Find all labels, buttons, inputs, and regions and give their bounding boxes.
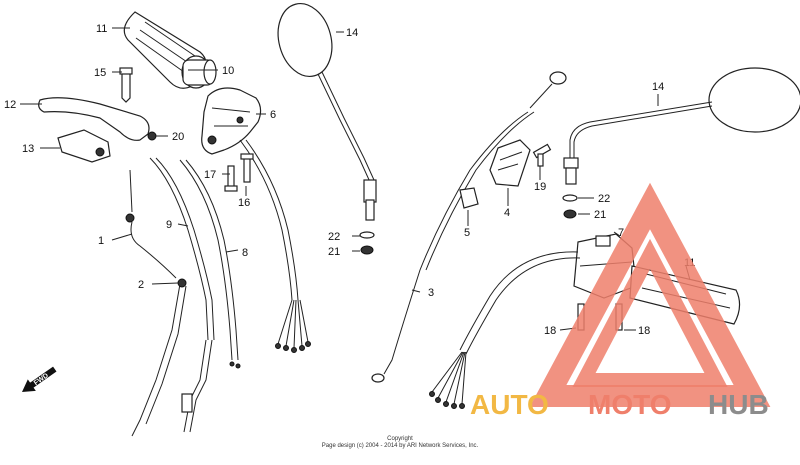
fwd-arrow: FWD — [22, 366, 57, 392]
label-10: 10 — [222, 65, 234, 77]
label-2: 2 — [138, 279, 144, 291]
label-14-right: 14 — [652, 81, 664, 93]
label-15: 15 — [94, 67, 106, 79]
callout-labels: 11 10 15 12 13 20 6 17 16 1 2 9 8 14 22 … — [4, 23, 695, 337]
nut-21-left — [360, 245, 374, 255]
label-14-left: 14 — [346, 27, 358, 39]
lever-bracket-13 — [57, 129, 111, 163]
label-18-left: 18 — [544, 325, 556, 337]
screw-17 — [224, 165, 238, 192]
switch-harness — [239, 139, 311, 353]
fwd-label: FWD — [33, 372, 50, 387]
switch-housing-6 — [201, 87, 262, 155]
right-mirror-14 — [563, 67, 800, 185]
throttle-collar-10 — [182, 59, 217, 86]
clutch-lever-12 — [38, 97, 150, 141]
throttle-cable-3 — [371, 71, 567, 383]
label-12: 12 — [4, 99, 16, 111]
label-22-left: 22 — [328, 231, 340, 243]
nut-20 — [147, 131, 157, 141]
label-21-left: 21 — [328, 246, 340, 258]
clutch-cable-1 — [125, 169, 187, 437]
label-5: 5 — [464, 227, 470, 239]
label-4: 4 — [504, 207, 510, 219]
copyright-line-1: Copyright — [387, 436, 413, 442]
copyright-line-2: Page design (c) 2004 - 2014 by ARI Netwo… — [322, 443, 479, 449]
clip-5 — [459, 187, 479, 209]
label-17: 17 — [204, 169, 216, 181]
watermark-moto: MOTO — [588, 389, 671, 420]
label-19: 19 — [534, 181, 546, 193]
nut-21-right — [563, 209, 577, 219]
label-8: 8 — [242, 247, 248, 259]
watermark-auto: AUTO — [470, 389, 549, 420]
cable-9 — [149, 157, 215, 433]
label-6: 6 — [270, 109, 276, 121]
label-9: 9 — [166, 219, 172, 231]
label-18-right: 18 — [638, 325, 650, 337]
label-7: 7 — [618, 227, 624, 239]
left-mirror-14 — [277, 3, 377, 221]
label-22-right: 22 — [598, 193, 610, 205]
label-13: 13 — [22, 143, 34, 155]
watermark-logo: AUTO MOTO HUB — [470, 182, 771, 420]
right-harness — [429, 251, 581, 409]
bracket-4 — [489, 139, 531, 187]
label-11-left: 11 — [96, 23, 107, 35]
watermark-hub: HUB — [708, 389, 769, 420]
screw-19 — [532, 143, 552, 167]
label-1: 1 — [98, 235, 104, 247]
bolt-15 — [119, 67, 133, 103]
label-21-right: 21 — [594, 209, 606, 221]
screw-16 — [240, 153, 254, 183]
label-16: 16 — [238, 197, 250, 209]
label-3: 3 — [428, 287, 434, 299]
washer-22-right — [562, 194, 578, 202]
washer-22-left — [359, 231, 375, 239]
cable-8 — [179, 159, 241, 369]
label-20: 20 — [172, 131, 184, 143]
